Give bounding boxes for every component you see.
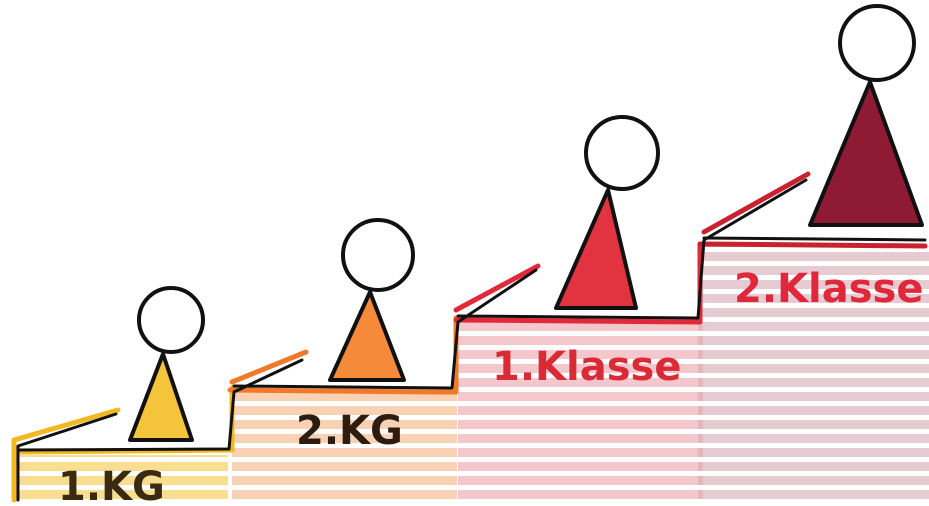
step-1-label: 1.KG	[58, 464, 165, 506]
step-2-label: 2.KG	[296, 408, 403, 454]
figure-2-kg	[330, 220, 413, 380]
figure-1-klasse	[556, 117, 658, 308]
step-3-label: 1.Klasse	[492, 344, 681, 390]
figure-1-kg	[130, 288, 203, 440]
step-4-label: 2.Klasse	[734, 266, 923, 312]
figure-2-klasse	[810, 6, 922, 225]
